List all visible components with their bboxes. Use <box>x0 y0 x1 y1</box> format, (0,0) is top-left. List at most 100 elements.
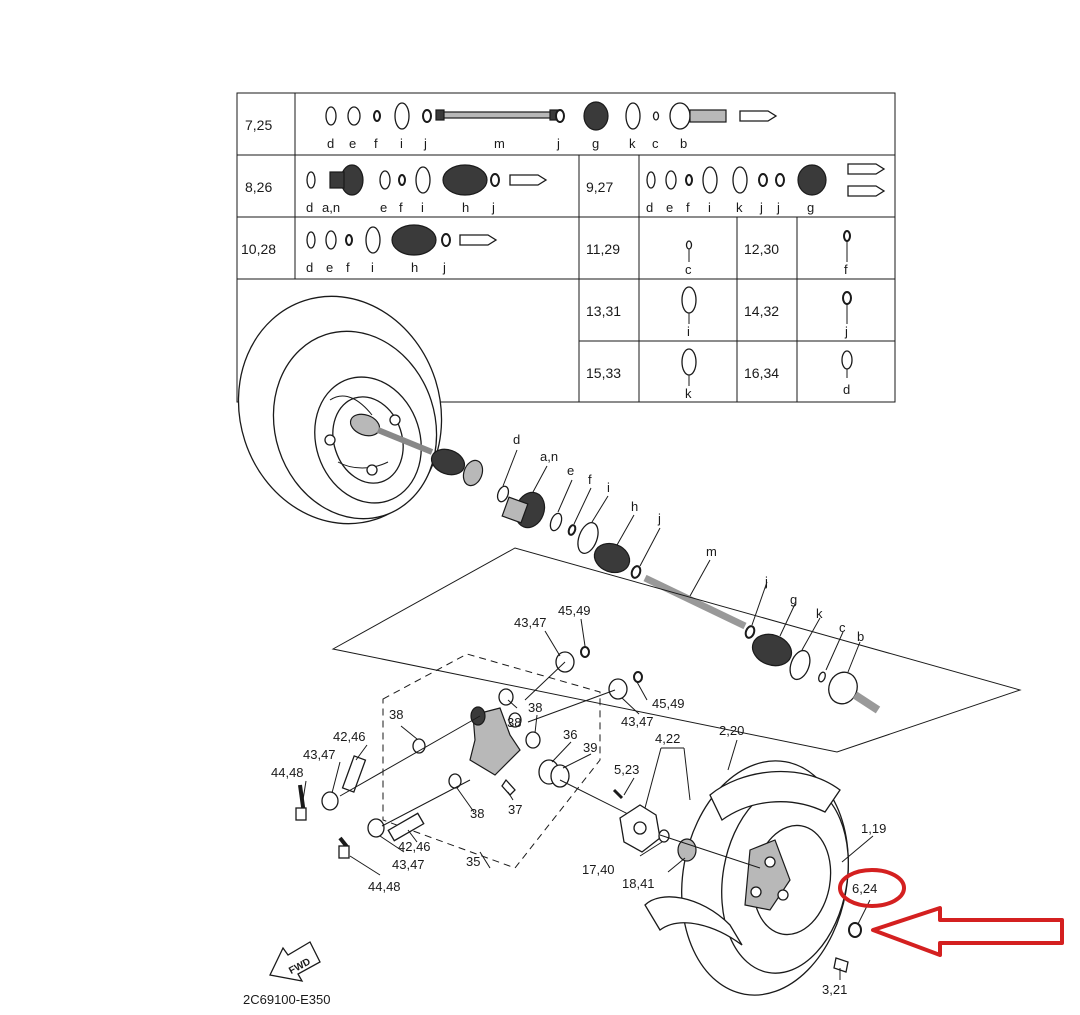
cell-16-34-letter-d: d <box>843 382 850 397</box>
callout-m: m <box>706 544 717 559</box>
row-9-27-letter-f: f <box>686 200 690 215</box>
callout-37: 37 <box>508 802 522 817</box>
row-9-27-letter-j: j <box>759 200 763 215</box>
callout-h: h <box>631 499 638 514</box>
upper-wheel <box>237 295 443 525</box>
cell-13-31-letter-i: i <box>687 324 690 339</box>
callout-43-47-b: 43,47 <box>621 714 654 729</box>
cell-12-30-letter-f: f <box>844 262 848 277</box>
callout-4-22: 4,22 <box>655 731 680 746</box>
row-id-9-27: 9,27 <box>586 179 613 195</box>
callout-36: 36 <box>563 727 577 742</box>
row-id-8-26: 8,26 <box>245 179 272 195</box>
callout-k: k <box>816 606 823 621</box>
callout-38-b: 38 <box>507 715 521 730</box>
row-7-25-letter-g: g <box>592 136 599 151</box>
callout-43-47-a: 43,47 <box>514 615 547 630</box>
upper-drive-shaft <box>349 413 881 714</box>
row-10-28-letter-e: e <box>326 260 333 275</box>
drawing-code: 2C69100-E350 <box>243 992 330 1007</box>
row-7-25-letter-f: f <box>374 136 378 151</box>
callout-e: e <box>567 463 574 478</box>
callout-3-21: 3,21 <box>822 982 847 997</box>
row-7-25-parts <box>325 101 778 131</box>
row-10-28-letter-i: i <box>371 260 374 275</box>
row-9-27-letter-e: e <box>666 200 673 215</box>
callout-f: f <box>588 472 592 487</box>
row-9-27-parts <box>646 163 886 197</box>
parts-table: 7,25 8,26 9,27 10,28 11,29 12,30 13,31 1… <box>236 92 896 403</box>
row-8-26-letter-h: h <box>462 200 469 215</box>
row-10-28-letter-f: f <box>346 260 350 275</box>
hub-parts <box>612 739 874 980</box>
highlight-arrow <box>871 906 1064 957</box>
row-8-26-letter-an: a,n <box>322 200 340 215</box>
callout-38-c: 38 <box>528 700 542 715</box>
callout-38-a: 38 <box>389 707 403 722</box>
callout-45-49-a: 45,49 <box>558 603 591 618</box>
row-9-27-letter-d: d <box>646 200 653 215</box>
row-id-14-32: 14,32 <box>744 303 779 319</box>
callout-18-41: 18,41 <box>622 876 655 891</box>
callout-42-46-b: 42,46 <box>398 839 431 854</box>
callout-j: j <box>657 511 661 526</box>
lower-wheel <box>644 760 849 996</box>
callout-43-47-d: 43,47 <box>392 857 425 872</box>
cell-15-33-letter-k: k <box>685 386 692 401</box>
callout-j2: j <box>764 574 768 589</box>
row-id-13-31: 13,31 <box>586 303 621 319</box>
callout-i: i <box>607 480 610 495</box>
row-id-15-33: 15,33 <box>586 365 621 381</box>
row-10-28-letter-j: j <box>442 260 446 275</box>
row-id-11-29: 11,29 <box>586 241 620 257</box>
callout-39: 39 <box>583 740 597 755</box>
callout-45-49-b: 45,49 <box>652 696 685 711</box>
callout-43-47-c: 43,47 <box>303 747 336 762</box>
callout-b: b <box>857 629 864 644</box>
row-id-12-30: 12,30 <box>744 241 779 257</box>
row-8-26-letter-j: j <box>491 200 495 215</box>
row-10-28-letter-d: d <box>306 260 313 275</box>
row-9-27-letter-i: i <box>708 200 711 215</box>
callout-2-20: 2,20 <box>719 723 744 738</box>
row-7-25-letter-j: j <box>423 136 427 151</box>
callout-1-19: 1,19 <box>861 821 886 836</box>
row-8-26-parts <box>306 164 548 196</box>
cell-11-29-letter-c: c <box>685 262 692 277</box>
callout-38-d: 38 <box>470 806 484 821</box>
cell-14-32-letter-j: j <box>844 324 848 339</box>
highlight-circle <box>838 868 906 908</box>
knuckle-assembly <box>295 618 648 876</box>
callout-c: c <box>839 620 846 635</box>
callout-17-40: 17,40 <box>582 862 615 877</box>
row-8-26-letter-i: i <box>421 200 424 215</box>
row-id-7-25: 7,25 <box>245 117 272 133</box>
callout-42-46-a: 42,46 <box>333 729 366 744</box>
row-9-27-letter-k: k <box>736 200 743 215</box>
row-7-25-letter-d: d <box>327 136 334 151</box>
callout-g: g <box>790 592 797 607</box>
callout-6-24: 6,24 <box>852 881 877 896</box>
row-7-25-letter-i: i <box>400 136 403 151</box>
row-7-25-letter-b: b <box>680 136 687 151</box>
row-10-28-parts <box>306 224 498 256</box>
callout-5-23: 5,23 <box>614 762 639 777</box>
mounting-plane <box>331 547 1022 869</box>
row-9-27-letter-g: g <box>807 200 814 215</box>
callout-35: 35 <box>466 854 480 869</box>
row-8-26-letter-d: d <box>306 200 313 215</box>
row-id-16-34: 16,34 <box>744 365 779 381</box>
fwd-arrow-icon: FWD <box>269 941 321 982</box>
row-9-27-letter-j2: j <box>776 200 780 215</box>
row-7-25-letter-e: e <box>349 136 356 151</box>
row-7-25-letter-c: c <box>652 136 659 151</box>
row-id-10-28: 10,28 <box>241 241 276 257</box>
row-7-25-letter-j2: j <box>556 136 560 151</box>
row-10-28-letter-h: h <box>411 260 418 275</box>
row-8-26-letter-e: e <box>380 200 387 215</box>
callout-an: a,n <box>540 449 558 464</box>
callout-44-48-b: 44,48 <box>368 879 401 894</box>
row-7-25-letter-m: m <box>494 136 505 151</box>
row-7-25-letter-k: k <box>629 136 636 151</box>
